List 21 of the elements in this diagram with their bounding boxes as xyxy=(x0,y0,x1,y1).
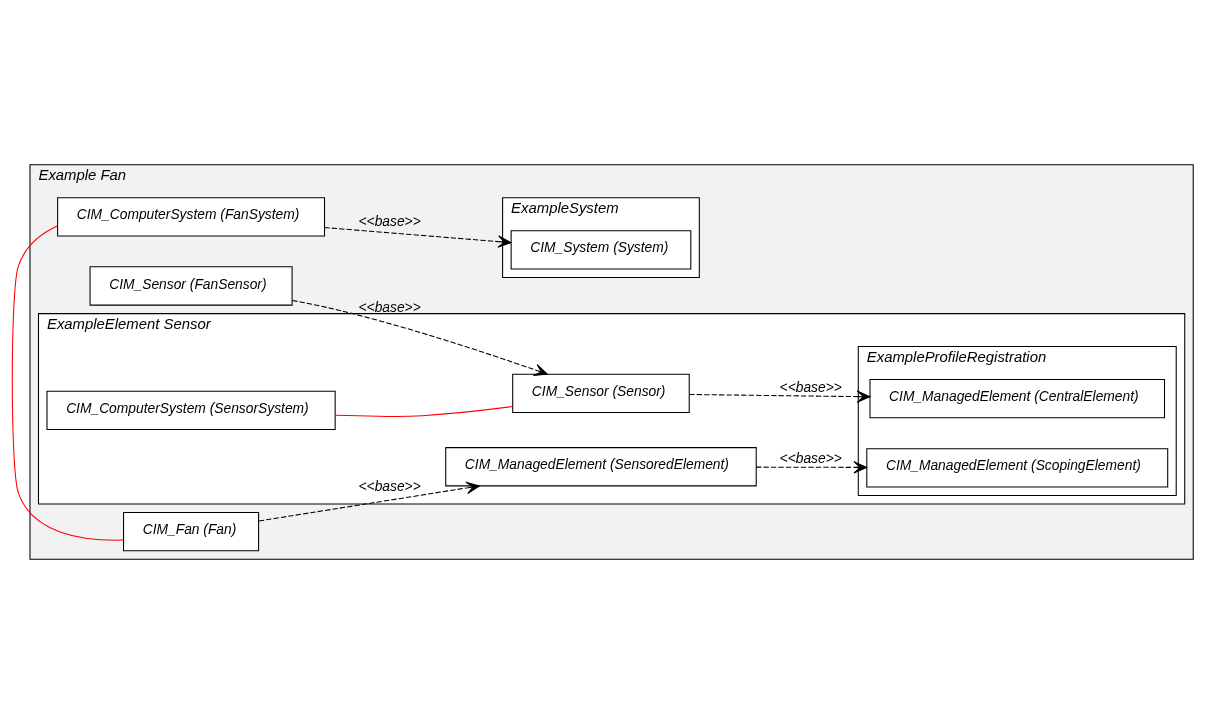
node-box: CIM_ManagedElement (ScopingElement) xyxy=(866,447,1169,487)
arrow xyxy=(258,481,480,521)
edge-label: <<base>> xyxy=(779,449,842,466)
node-box: CIM_Fan (Fan) xyxy=(123,511,260,551)
edge-label: <<base>> xyxy=(358,477,421,494)
node-box: CIM_Sensor (Sensor) xyxy=(512,373,690,413)
arrow xyxy=(688,389,871,403)
node-box: CIM_ManagedElement (SensoredElement) xyxy=(445,446,757,486)
connector xyxy=(335,405,514,417)
connector xyxy=(11,225,124,541)
node-box: CIM_ComputerSystem (FanSystem) xyxy=(57,196,326,237)
node-box: CIM_ManagedElement (CentralElement) xyxy=(869,378,1166,418)
edge-label: <<base>> xyxy=(779,378,842,395)
arrow xyxy=(324,226,512,248)
node-box: CIM_System (System) xyxy=(510,229,692,269)
arrow xyxy=(755,460,868,474)
node-box: CIM_Sensor (FanSensor) xyxy=(89,265,293,306)
node-box: CIM_ComputerSystem (SensorSystem) xyxy=(46,390,336,430)
edge-label: <<base>> xyxy=(358,212,421,229)
arrow xyxy=(291,299,548,376)
edge-label: <<base>> xyxy=(358,298,421,315)
